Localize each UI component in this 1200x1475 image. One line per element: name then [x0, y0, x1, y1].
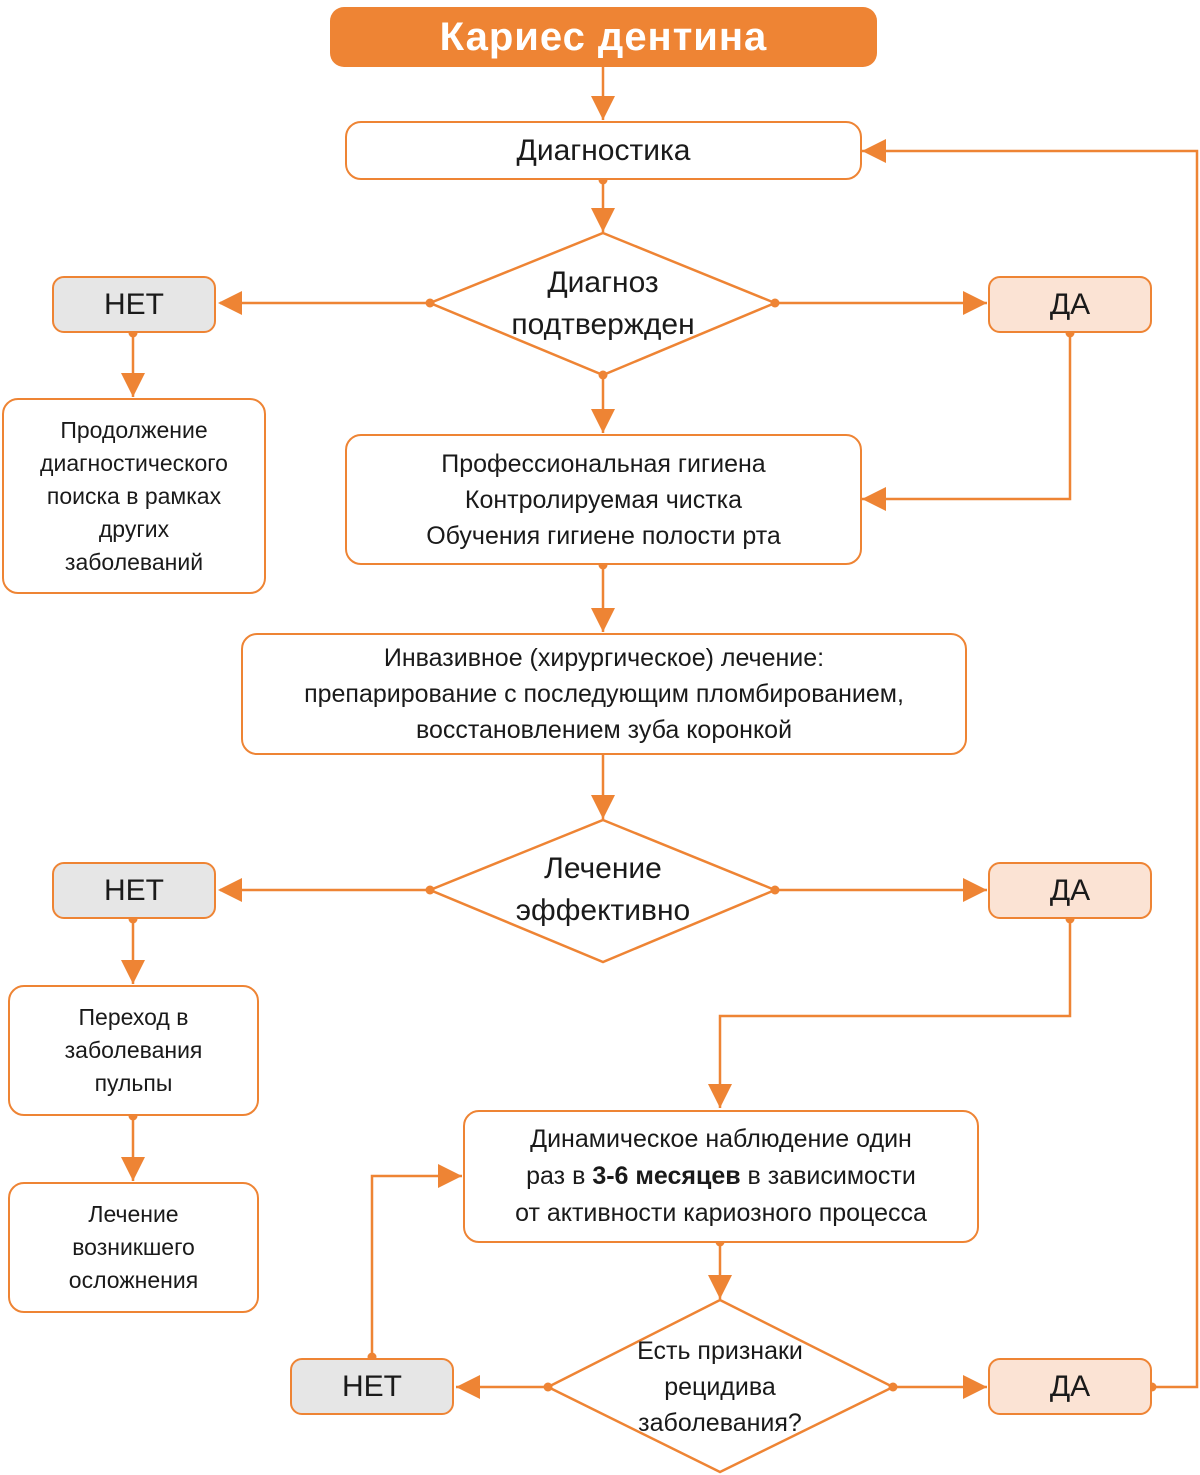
decision-1-line: подтвержден [511, 308, 695, 341]
invasive-line: препарирование с последующим пломбирован… [304, 680, 904, 708]
decision-3-text: Есть признаки рецидива заболевания? [590, 1332, 850, 1442]
decision-3-line: рецидива [664, 1373, 776, 1401]
diagnostics-label: Диагностика [516, 133, 691, 167]
observation-text: в зависимости [740, 1162, 916, 1190]
observation-line: раз в 3-6 месяцев в зависимости [526, 1158, 916, 1195]
pulp-line: пульпы [94, 1070, 173, 1096]
decision-3-line: Есть признаки [637, 1337, 803, 1365]
no-label-2: НЕТ [104, 873, 164, 907]
pulp-line: заболевания [64, 1037, 203, 1063]
chart-title: Кариес дентина [330, 7, 877, 67]
no-label-3: НЕТ [342, 1369, 402, 1403]
diagnostics-box: Диагностика [345, 121, 862, 180]
arrowheads [121, 96, 987, 1399]
yes-label-3: ДА [1049, 1369, 1091, 1403]
continue-search-line: заболеваний [64, 548, 204, 575]
complication-treatment-box: Лечение возникшего осложнения [8, 1182, 259, 1313]
continue-search-line: поиска в рамках [46, 482, 222, 509]
observation-line: Динамическое наблюдение один [530, 1125, 912, 1153]
no-box-2: НЕТ [52, 862, 216, 919]
pulp-transition-box: Переход в заболевания пульпы [8, 985, 259, 1116]
observation-period: 3-6 месяцев [592, 1162, 741, 1190]
continue-search-line: диагностического [40, 449, 228, 476]
hygiene-line: Профессиональная гигиена [441, 449, 766, 478]
invasive-line: восстановлением зуба коронкой [415, 716, 793, 744]
decision-diamond-2 [426, 818, 779, 964]
invasive-treatment-box: Инвазивное (хирургическое) лечение: преп… [241, 633, 967, 755]
hygiene-box: Профессиональная гигиена Контролируемая … [345, 434, 862, 565]
decision-3-line: заболевания? [638, 1409, 802, 1437]
continue-search-line: Продолжение [60, 416, 208, 443]
decision-2-line: Лечение [544, 852, 662, 885]
no-label-1: НЕТ [104, 287, 164, 321]
decision-2-line: эффективно [515, 894, 691, 927]
hygiene-line: Обучения гигиене полости рта [426, 521, 781, 550]
complication-line: осложнения [68, 1267, 199, 1293]
invasive-line: Инвазивное (хирургическое) лечение: [383, 644, 825, 672]
decision-1-line: Диагноз [547, 266, 659, 299]
yes-box-3: ДА [988, 1358, 1152, 1415]
decision-diamond-3 [545, 1298, 896, 1474]
complication-line: возникшего [72, 1234, 195, 1260]
pulp-line: Переход в [78, 1004, 189, 1030]
no-box-3: НЕТ [290, 1358, 454, 1415]
decision-1-text: Диагноз подтвержден [453, 263, 753, 345]
no-box-1: НЕТ [52, 276, 216, 333]
observation-box: Динамическое наблюдение один раз в 3-6 м… [463, 1110, 979, 1243]
observation-text: раз в [526, 1162, 593, 1190]
continue-search-box: Продолжение диагностического поиска в ра… [2, 398, 266, 594]
yes-label-2: ДА [1049, 873, 1091, 907]
decision-2-text: Лечение эффективно [453, 848, 753, 932]
observation-line: от активности кариозного процесса [515, 1199, 927, 1227]
continue-search-line: других [98, 515, 170, 542]
hygiene-line: Контролируемая чистка [464, 485, 743, 514]
complication-line: Лечение [88, 1201, 179, 1227]
yes-label-1: ДА [1049, 287, 1091, 321]
yes-box-1: ДА [988, 276, 1152, 333]
yes-box-2: ДА [988, 862, 1152, 919]
